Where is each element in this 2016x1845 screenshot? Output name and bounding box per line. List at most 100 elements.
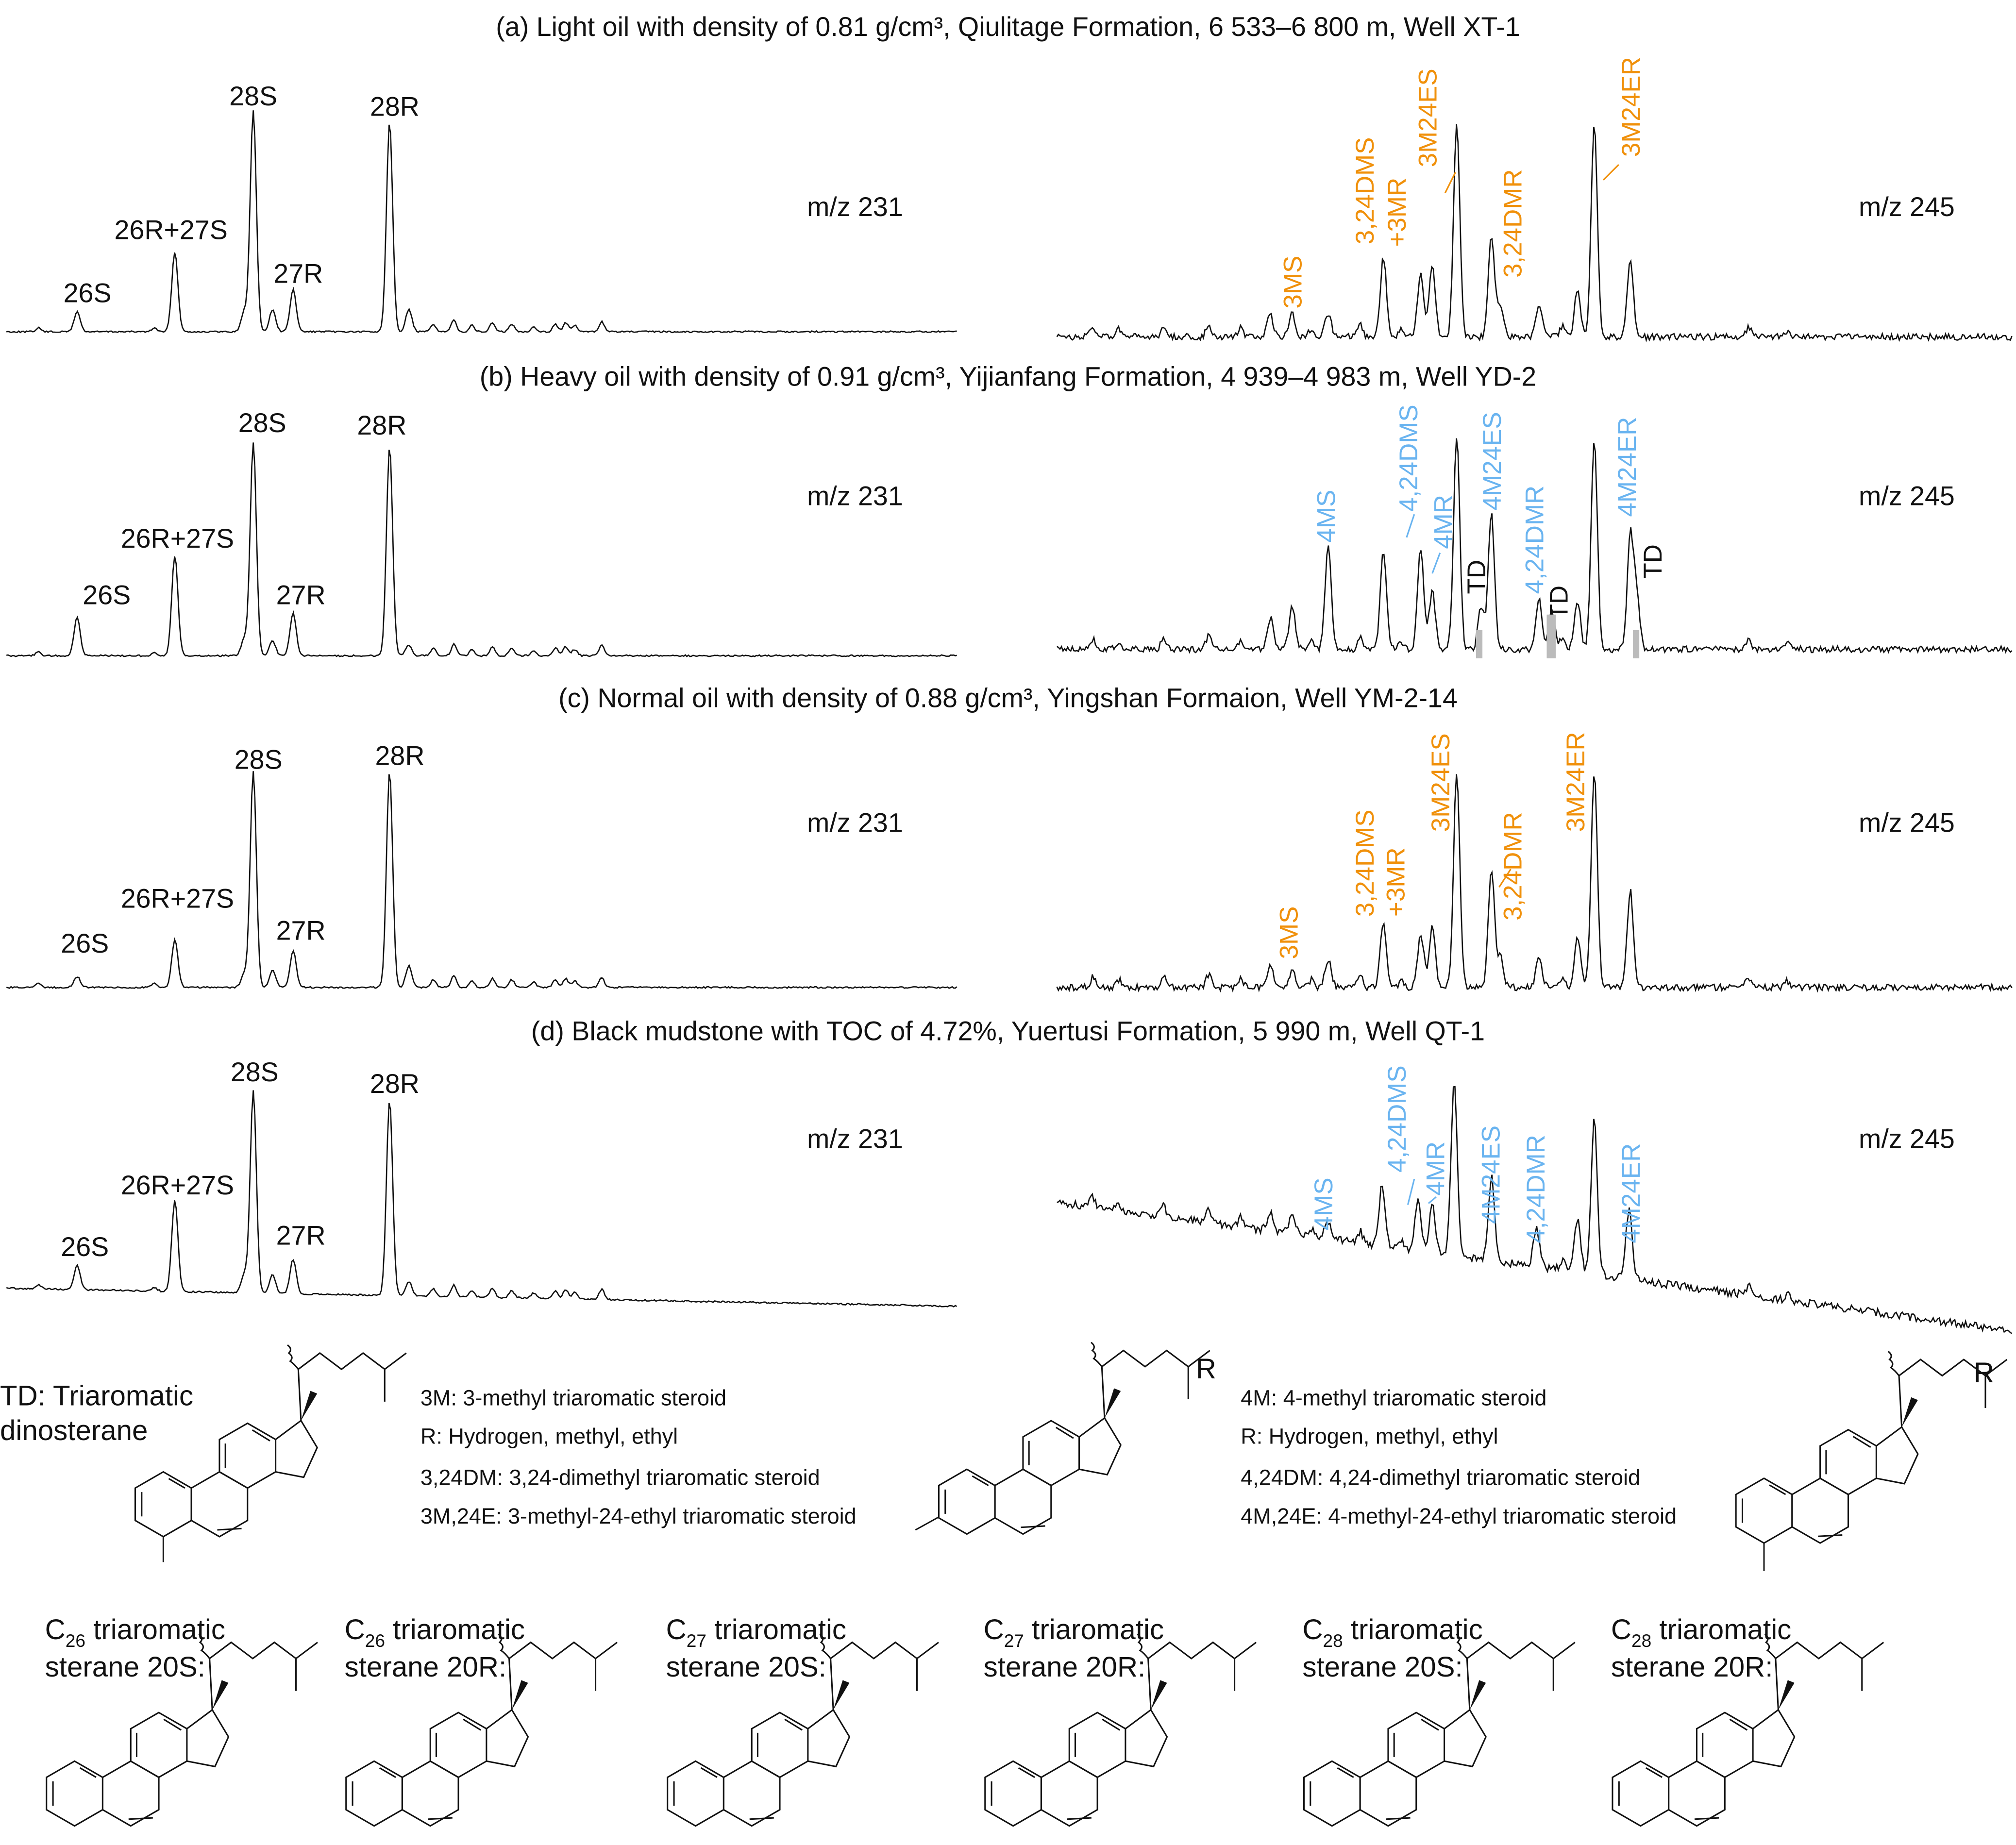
structure-name: sterane 20S: — [1302, 1651, 1462, 1683]
ion-label: m/z 231 — [807, 807, 903, 838]
chromatogram-line — [6, 442, 957, 657]
leader-line — [1407, 1178, 1437, 1205]
peak-label: 3MS — [1275, 906, 1304, 959]
ion-label: m/z 245 — [1859, 192, 1955, 222]
chromatogram-line — [6, 110, 957, 334]
right-peak-labels: 3MS 3,24DMS +3MR 3M24ES 3,24DMR 3M24ER 4… — [1275, 57, 1667, 1243]
peak-label: 27R — [276, 916, 326, 946]
structure-name: sterane 20S: — [45, 1651, 205, 1683]
legend-item: 3M,24E: 3-methyl-24-ethyl triaromatic st… — [420, 1504, 857, 1528]
panel-b-title: (b) Heavy oil with density of 0.91 g/cm³… — [480, 361, 1536, 391]
peak-label: 26S — [61, 928, 109, 958]
peak-label: 3MS — [1278, 256, 1307, 309]
structure-name: sterane 20R: — [984, 1651, 1146, 1683]
td-legend: dinosterane — [0, 1415, 148, 1446]
peak-label: 28R — [375, 741, 425, 771]
structure-name: C26 triaromatic — [345, 1614, 525, 1651]
peak-label: 28R — [370, 91, 420, 121]
chromatogram-line — [1056, 124, 2013, 343]
legend-item: 4,24DM: 4,24-dimethyl triaromatic steroi… — [1241, 1465, 1640, 1490]
td-legend: TD: Triaromatic — [0, 1380, 193, 1411]
peak-label: 28R — [370, 1069, 420, 1099]
peak-label: 4,24DMR — [1522, 1135, 1550, 1243]
legend-item: 4M: 4-methyl triaromatic steroid — [1241, 1385, 1546, 1410]
structure-name: C27 triaromatic — [666, 1614, 846, 1651]
peak-label: 4MS — [1312, 490, 1341, 543]
peak-label: 27R — [276, 580, 326, 610]
peak-label: 28S — [238, 408, 286, 438]
td-structure — [134, 1344, 407, 1538]
3-methyl-structure — [938, 1342, 1211, 1535]
legend-item: 3M: 3-methyl triaromatic steroid — [420, 1385, 726, 1410]
panel-d-title: (d) Black mudstone with TOC of 4.72%, Yu… — [531, 1016, 1485, 1046]
legend-item: 4M,24E: 4-methyl-24-ethyl triaromatic st… — [1241, 1504, 1677, 1528]
peak-label: 26S — [64, 278, 112, 308]
td-label: TD — [1462, 560, 1491, 594]
peak-label: 26R+27S — [121, 523, 234, 554]
peak-label: 3,24DMR — [1498, 169, 1527, 278]
peak-label: 4,24DMS — [1394, 404, 1423, 512]
peak-label: 4MS — [1310, 1177, 1338, 1230]
peak-label: +3MR — [1381, 847, 1410, 917]
leader-line — [1498, 869, 1512, 888]
peak-label: 4M24ES — [1478, 412, 1507, 510]
peak-label: 28S — [231, 1057, 279, 1087]
chromatogram-line — [1056, 438, 2013, 654]
ion-label: m/z 231 — [807, 192, 903, 222]
td-marker — [1546, 614, 1556, 658]
structure-name: C28 triaromatic — [1302, 1614, 1482, 1651]
methyl-bond — [915, 1516, 939, 1531]
peak-label: 3,24DMS — [1351, 137, 1379, 245]
peak-label: 3M24ER — [1617, 57, 1646, 157]
ion-label: m/z 245 — [1859, 807, 1955, 838]
peak-label: 3M24ER — [1562, 732, 1590, 832]
structure-name: sterane 20S: — [666, 1651, 826, 1683]
chromatogram-line — [1056, 774, 2013, 993]
peak-label: 27R — [273, 259, 323, 289]
r-group-label: R — [1196, 1353, 1216, 1385]
td-label: TD — [1639, 544, 1667, 579]
peak-label: 3,24DMR — [1498, 812, 1527, 921]
td-marker — [1476, 630, 1483, 658]
peak-label: 4,24DMR — [1520, 486, 1549, 594]
chromatogram-line — [6, 1090, 958, 1308]
peak-label: 26R+27S — [121, 884, 234, 914]
structure-name: sterane 20R: — [345, 1651, 507, 1683]
chromatogram-line — [1057, 1086, 2013, 1334]
td-marker — [1632, 630, 1640, 658]
ion-label: m/z 231 — [807, 1124, 903, 1154]
structure-name: C28 triaromatic — [1611, 1614, 1791, 1651]
peak-label: 27R — [276, 1220, 326, 1250]
left-peak-labels: 28S 28R 26R+27S 27R 26S 28S 28R 26R+27S … — [61, 81, 424, 1262]
peak-label: 26R+27S — [114, 215, 227, 245]
peak-label: 4MR — [1421, 1141, 1450, 1196]
td-label: TD — [1545, 586, 1574, 620]
chromatogram-traces — [6, 110, 2013, 1334]
ion-label: m/z 245 — [1859, 481, 1955, 511]
peak-label: 26S — [83, 580, 131, 610]
peak-label: 4M24ER — [1617, 1143, 1646, 1243]
peak-label: 4MR — [1429, 495, 1458, 549]
peak-label: 3M24ES — [1427, 733, 1455, 832]
legend-item: 3,24DM: 3,24-dimethyl triaromatic steroi… — [420, 1465, 820, 1490]
4-methyl-structure — [1735, 1350, 2008, 1544]
peak-label: 28S — [235, 745, 283, 775]
legend-item: R: Hydrogen, methyl, ethyl — [1241, 1424, 1498, 1449]
peak-label: 4M24ER — [1613, 417, 1642, 517]
peak-label: 4M24ES — [1477, 1125, 1505, 1224]
panel-c-title: (c) Normal oil with density of 0.88 g/cm… — [558, 683, 1458, 713]
structure-name: C27 triaromatic — [984, 1614, 1164, 1651]
peak-label: 3M24ES — [1414, 68, 1443, 167]
leader-line — [1406, 514, 1441, 574]
peak-label: +3MR — [1383, 178, 1411, 247]
leader-line — [1444, 164, 1619, 193]
ion-label: m/z 245 — [1859, 1124, 1955, 1154]
legend-item: R: Hydrogen, methyl, ethyl — [420, 1424, 678, 1449]
peak-label: 3,24DMS — [1351, 809, 1379, 917]
peak-label: 28S — [229, 81, 277, 111]
structure-name: sterane 20R: — [1611, 1651, 1773, 1683]
structure-name: C26 triaromatic — [45, 1614, 225, 1651]
chromatogram-line — [6, 771, 958, 990]
